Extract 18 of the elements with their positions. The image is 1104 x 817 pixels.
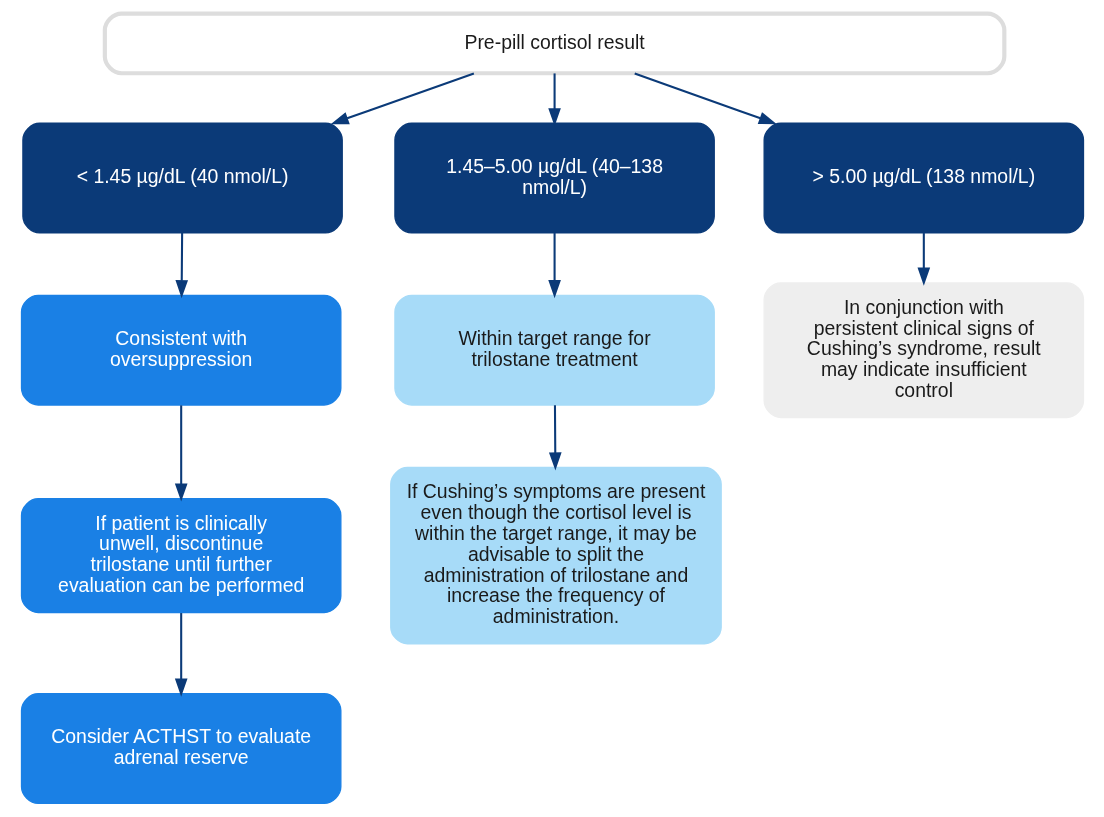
node-box: Consistent with oversuppression bbox=[20, 294, 341, 406]
node-box: > 5.00 µg/dL (138 nmol/L) bbox=[763, 122, 1084, 234]
arrow bbox=[633, 72, 777, 125]
arrow bbox=[174, 405, 187, 502]
arrow bbox=[174, 233, 188, 299]
arrow bbox=[174, 613, 187, 697]
arrow bbox=[917, 233, 930, 286]
arrow bbox=[547, 233, 561, 299]
arrow bbox=[330, 72, 474, 125]
node-box: 1.45–5.00 µg/dL (40–138 nmol/L) bbox=[393, 122, 715, 234]
node-box: In conjunction with persistent clinical signs of Cushing’s syndrome, result may indicate insufficient control bbox=[763, 282, 1084, 419]
node-box: Within target range for trilostane treatment bbox=[393, 294, 715, 406]
node-box: If Cushing’s symptoms are present even though the cortisol level is within the target range, it may be advisable to split the administration of trilostane and increase the frequency of administration. bbox=[389, 466, 722, 645]
arrow bbox=[548, 405, 562, 471]
node-box: If patient is clinically unwell, discontinue trilostane until further evaluation can be performed bbox=[20, 498, 341, 614]
node-box: Pre-pill cortisol result bbox=[102, 11, 1006, 76]
node-box: < 1.45 µg/dL (40 nmol/L) bbox=[21, 122, 343, 234]
node-box: Consider ACTHST to evaluate adrenal reserve bbox=[20, 693, 341, 805]
